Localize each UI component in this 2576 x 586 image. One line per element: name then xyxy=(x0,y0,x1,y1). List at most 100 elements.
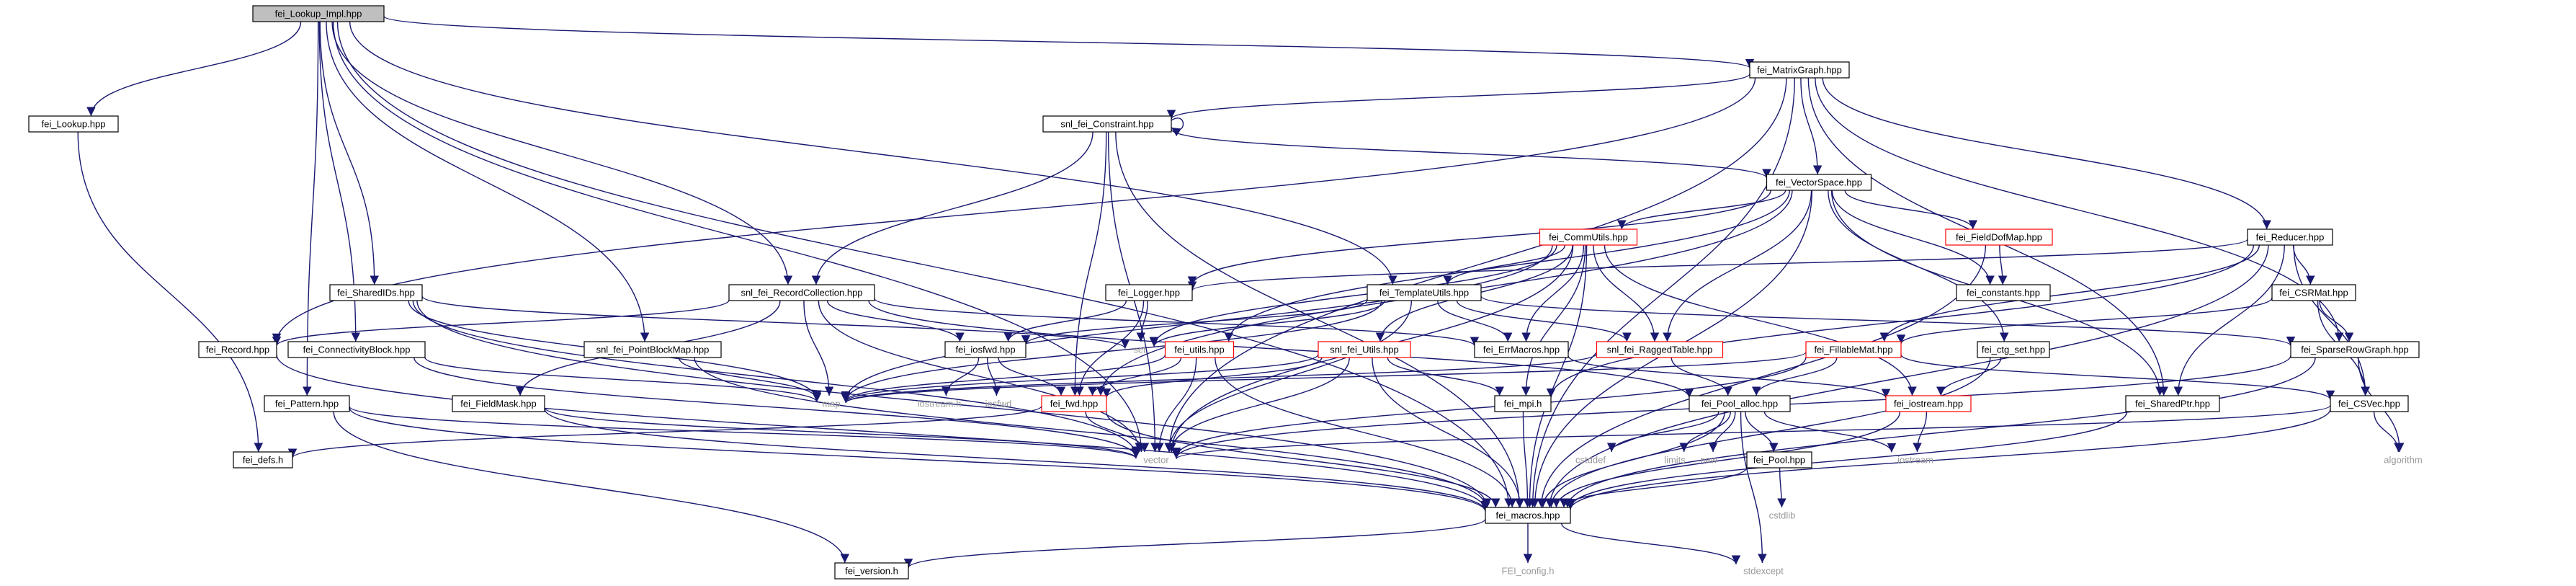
edge-fei_fwd-to-macros xyxy=(1106,411,1501,508)
edge-pool-to-macros xyxy=(1559,466,1748,508)
node-label: fei_Lookup_Impl.hpp xyxy=(275,9,362,19)
edge-fillablemat-to-vector xyxy=(1171,357,1807,457)
node-fieldmask[interactable]: fei_FieldMask.hpp xyxy=(452,395,545,412)
node-csvec[interactable]: fei_CSVec.hpp xyxy=(2330,395,2409,412)
node-vectorspace[interactable]: fei_VectorSpace.hpp xyxy=(1766,174,1872,191)
node-box xyxy=(1485,507,1571,524)
edge-fei_fwd-to-vector xyxy=(1085,411,1150,453)
node-label: iosfwd xyxy=(985,399,1012,409)
edge-snlutils-to-mpi xyxy=(1387,357,1504,396)
edge-csrmat-to-sparserowgraph xyxy=(2319,300,2354,342)
node-label: fei_VectorSpace.hpp xyxy=(1776,177,1862,188)
edge-commutils-to-set xyxy=(1149,244,1557,346)
edge-matrixgraph-to-vectorspace xyxy=(1800,77,1823,175)
edge-vectorspace-to-constants xyxy=(1831,190,1995,285)
node-label: fei_CSVec.hpp xyxy=(2338,399,2400,409)
node-label: fei_fwd.hpp xyxy=(1050,399,1099,409)
node-label: fei_iosfwd.hpp xyxy=(955,345,1015,355)
node-pointblockmap[interactable]: snl_fei_PointBlockMap.hpp xyxy=(583,341,722,358)
node-label: snl_fei_Constraint.hpp xyxy=(1060,119,1153,130)
edge-fillablemat-to-map xyxy=(841,351,1807,404)
node-box xyxy=(1805,341,1902,358)
edge-commutils-to-mpi xyxy=(1521,244,1586,396)
node-commutils[interactable]: fei_CommUtils.hpp xyxy=(1539,228,1638,246)
node-stdexcept: stdexcept xyxy=(1743,566,1784,577)
edge-pointblockmap-to-map xyxy=(678,357,822,400)
node-box xyxy=(1977,341,2050,358)
node-poolalloc[interactable]: fei_Pool_alloc.hpp xyxy=(1689,395,1791,412)
edge-ctgset-to-fei_iostream xyxy=(1936,357,2002,396)
edge-constraint-to-reccoll xyxy=(811,131,1094,285)
node-ctgset[interactable]: fei_ctg_set.hpp xyxy=(1977,341,2050,358)
node-errmacros[interactable]: fei_ErrMacros.hpp xyxy=(1474,341,1569,358)
node-box xyxy=(233,451,293,469)
node-limits: limits xyxy=(1664,455,1686,466)
edge-vectorspace-to-raggedtable xyxy=(1663,190,1812,342)
edge-raggedtable-to-poolalloc xyxy=(1671,357,1732,396)
node-macros[interactable]: fei_macros.hpp xyxy=(1485,507,1571,524)
node-defs[interactable]: fei_defs.h xyxy=(233,451,293,469)
edge-reducer-to-sharedptr xyxy=(2173,244,2285,396)
node-fei_iostream[interactable]: fei_iostream.hpp xyxy=(1885,395,1972,412)
edge-templateutils-to-iosfwd_hpp xyxy=(1021,299,1368,345)
edge-constraint-to-fei_fwd xyxy=(1070,131,1107,396)
node-raggedtable[interactable]: snl_fei_RaggedTable.hpp xyxy=(1596,341,1724,358)
edge-snlutils-to-map xyxy=(841,354,1319,403)
node-constraint[interactable]: snl_fei_Constraint.hpp xyxy=(1042,115,1172,133)
node-label: fei_Pool.hpp xyxy=(1753,455,1805,466)
node-box xyxy=(2290,341,2420,358)
node-version[interactable]: fei_version.h xyxy=(834,562,909,580)
node-box xyxy=(1494,395,1552,412)
edge-fielddofmap-to-constants xyxy=(1998,244,2008,285)
node-root[interactable]: fei_Lookup_Impl.hpp xyxy=(252,5,385,22)
edge-reccoll-to-record xyxy=(272,299,730,346)
edge-poolalloc-to-macros xyxy=(1538,411,1725,508)
node-fillablemat[interactable]: fei_FillableMat.hpp xyxy=(1805,341,1902,358)
node-mpi[interactable]: fei_mpi.h xyxy=(1494,395,1552,412)
node-sparserowgraph[interactable]: fei_SparseRowGraph.hpp xyxy=(2290,341,2420,358)
node-logger[interactable]: fei_Logger.hpp xyxy=(1105,284,1193,301)
node-csrmat[interactable]: fei_CSRMat.hpp xyxy=(2271,284,2356,301)
node-box xyxy=(1042,115,1172,133)
node-matrixgraph[interactable]: fei_MatrixGraph.hpp xyxy=(1749,61,1850,79)
node-label: FEI_config.h xyxy=(1502,566,1555,577)
node-box xyxy=(1367,284,1482,301)
node-utils[interactable]: fei_utils.hpp xyxy=(1164,341,1235,358)
node-label: fei_ErrMacros.hpp xyxy=(1483,345,1560,355)
node-cstdlib: cstdlib xyxy=(1769,510,1796,521)
node-reccoll[interactable]: snl_fei_RecordCollection.hpp xyxy=(728,284,875,301)
node-fei_fwd[interactable]: fei_fwd.hpp xyxy=(1041,395,1107,412)
node-box xyxy=(1474,341,1569,358)
node-iosfwd_hpp[interactable]: fei_iosfwd.hpp xyxy=(944,341,1027,358)
node-label: fei_FieldDofMap.hpp xyxy=(1956,232,2042,243)
node-box xyxy=(1885,395,1972,412)
node-pattern[interactable]: fei_Pattern.hpp xyxy=(264,395,350,412)
edge-mpi-to-macros xyxy=(1522,411,1532,508)
edge-fei_fwd-to-defs xyxy=(288,405,1042,458)
node-connblock[interactable]: fei_ConnectivityBlock.hpp xyxy=(287,341,426,358)
node-box xyxy=(452,395,545,412)
edge-utils-to-macros xyxy=(1215,357,1517,508)
node-label: fei_CSRMat.hpp xyxy=(2279,288,2348,298)
node-box xyxy=(1164,341,1235,358)
node-snlutils[interactable]: snl_fei_Utils.hpp xyxy=(1318,341,1411,358)
edge-fieldmask-to-macros xyxy=(544,408,1490,511)
node-box xyxy=(1105,284,1193,301)
node-constants[interactable]: fei_constants.hpp xyxy=(1956,284,2051,301)
edge-poolalloc-to-new xyxy=(1708,411,1736,453)
node-label: fei_MatrixGraph.hpp xyxy=(1757,65,1842,76)
node-sharedptr[interactable]: fei_SharedPtr.hpp xyxy=(2125,395,2220,412)
node-pool[interactable]: fei_Pool.hpp xyxy=(1746,451,1812,469)
edge-fei_iostream-to-iostream xyxy=(1913,411,1928,453)
node-box xyxy=(834,562,909,580)
node-templateutils[interactable]: fei_TemplateUtils.hpp xyxy=(1367,284,1482,301)
node-reducer[interactable]: fei_Reducer.hpp xyxy=(2247,228,2333,246)
edge-root-to-lookup xyxy=(86,21,302,117)
node-label: stdexcept xyxy=(1743,566,1784,577)
node-lookup[interactable]: fei_Lookup.hpp xyxy=(28,115,119,133)
edge-logger-to-iosfwd_hpp xyxy=(1003,300,1127,342)
node-record[interactable]: fei_Record.hpp xyxy=(198,341,277,358)
edge-templateutils-to-raggedtable xyxy=(1456,300,1632,342)
node-sharedids[interactable]: fei_SharedIDs.hpp xyxy=(329,284,423,301)
node-fielddofmap[interactable]: fei_FieldDofMap.hpp xyxy=(1945,228,2053,246)
